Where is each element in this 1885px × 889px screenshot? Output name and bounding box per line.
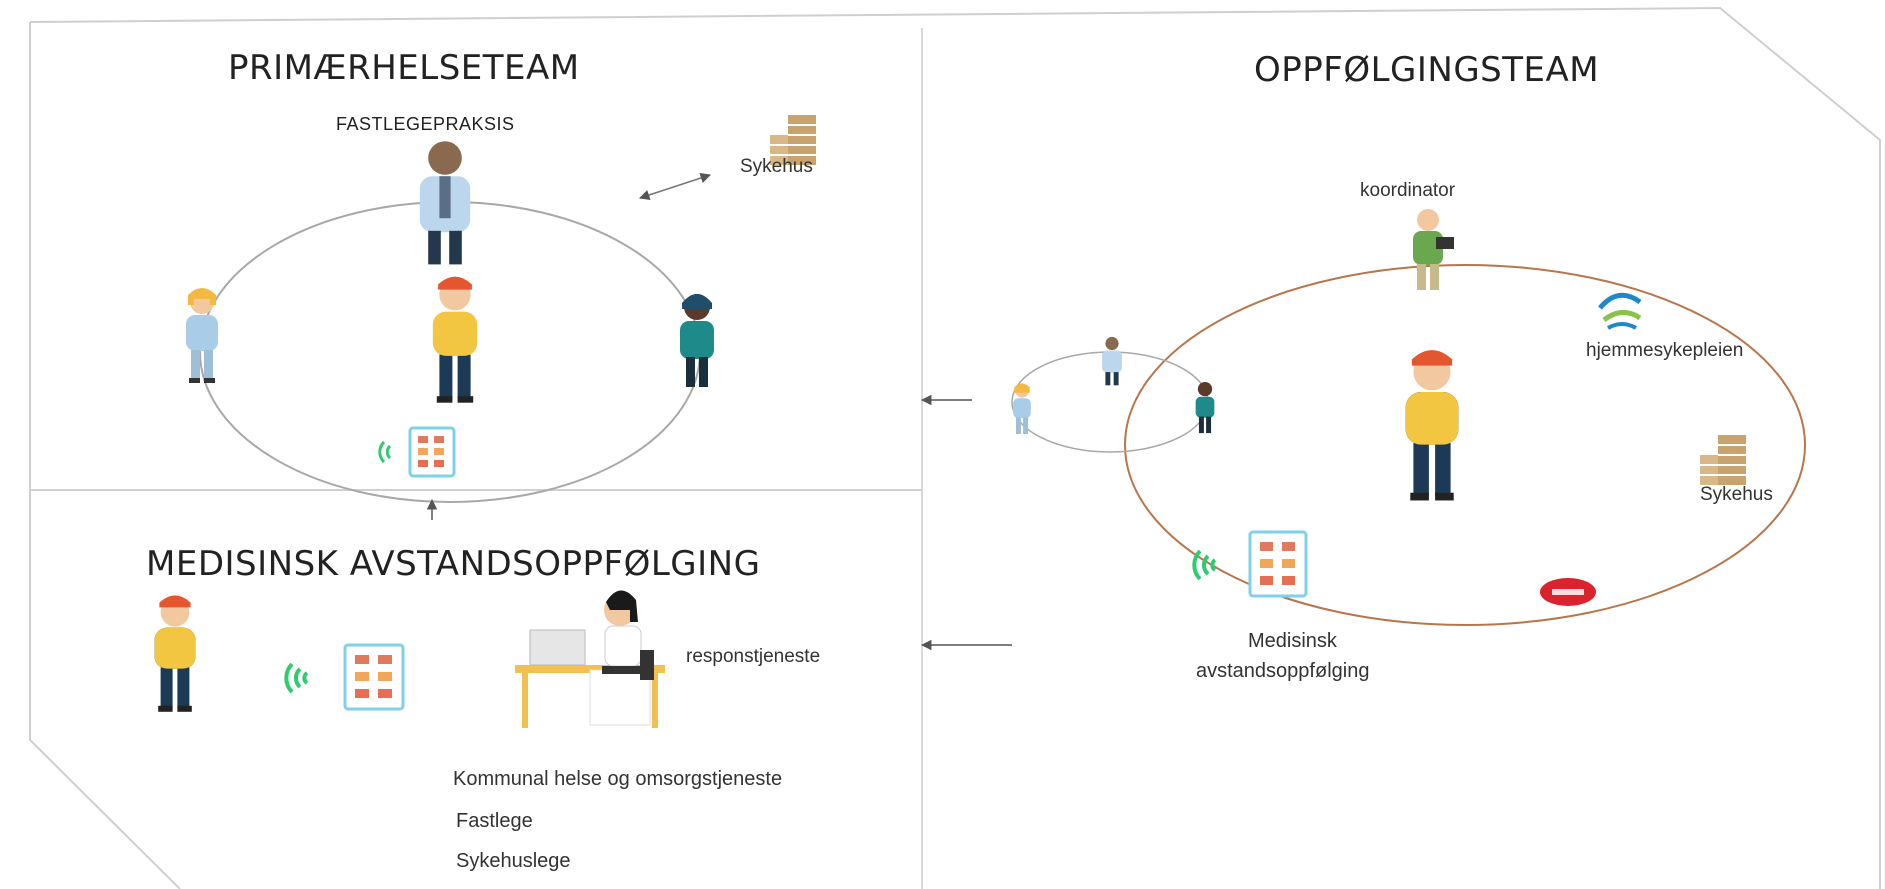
homecare-logo-icon [1598, 292, 1642, 330]
tablet-icon-remote [343, 643, 405, 711]
patient-figure-follow-up [1405, 350, 1459, 501]
tablet-icon-follow-up [1248, 530, 1308, 598]
coordinator-figure [1413, 209, 1454, 290]
mini-health-worker-figure [1195, 381, 1215, 434]
tablet-icon-primary [408, 426, 456, 478]
signal-icon-follow-up [1192, 549, 1217, 581]
primary-team-title: PRIMÆRHELSETEAM [228, 48, 580, 88]
coordinator-label: koordinator [1360, 180, 1456, 201]
health-worker-figure [680, 294, 714, 387]
response-center-illustration [515, 590, 665, 728]
provider-gp: Fastlege [456, 810, 533, 832]
hospital-building-icon [770, 115, 816, 165]
outer-frame-left [29, 22, 181, 889]
provider-hospital-doctor: Sykehuslege [456, 850, 571, 872]
signal-icon-primary [378, 440, 392, 464]
provider-municipal: Kommunal helse og omsorgstjeneste [453, 768, 783, 790]
homecare-label: hjemmesykepleien [1586, 340, 1744, 361]
hospital-label: Sykehus [740, 156, 813, 177]
patient-figure-primary [432, 276, 478, 403]
signal-icon-remote [284, 662, 309, 694]
response-service-label: responstjeneste [686, 646, 821, 667]
remote-follow-up-title: MEDISINSK AVSTANDSOPPFØLGING [146, 544, 761, 584]
hospital-label-right: Sykehus [1700, 484, 1773, 505]
mini-nurse-figure [1013, 383, 1031, 434]
hospital-building-icon-right [1700, 435, 1746, 485]
hospital-arrow [639, 172, 711, 201]
doctor-figure [419, 141, 471, 265]
practice-label: FASTLEGEPRAKSIS [336, 114, 515, 134]
outer-frame [29, 6, 1881, 889]
mini-doctor-figure [1102, 336, 1122, 386]
patient-figure-remote [154, 595, 196, 712]
remote-label-line2: avstandsoppfølging [1196, 660, 1370, 682]
follow-up-team-circle [1124, 264, 1806, 626]
red-badge-icon [1540, 578, 1596, 606]
remote-label-line1: Medisinsk [1248, 630, 1337, 652]
follow-up-team-title: OPPFØLGINGSTEAM [1254, 50, 1600, 90]
nurse-figure-left [186, 288, 218, 383]
